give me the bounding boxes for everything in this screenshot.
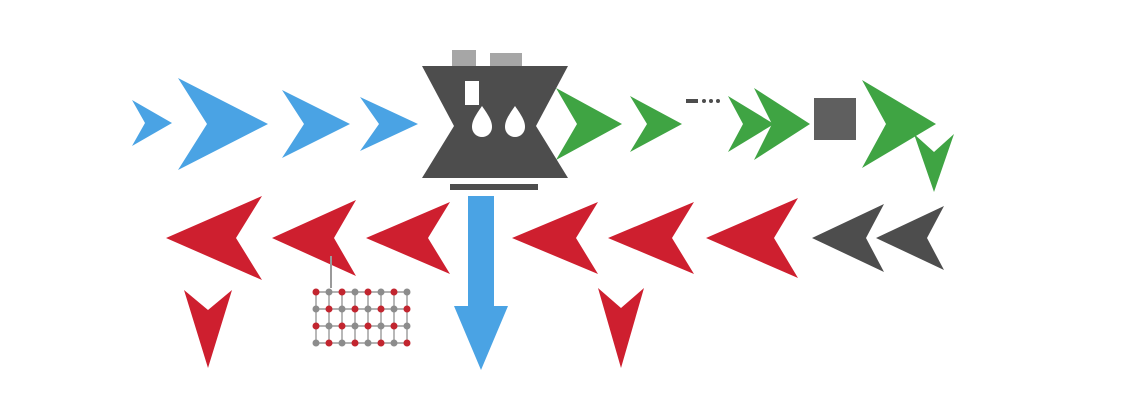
furnace-base-plate (450, 184, 538, 190)
dot (709, 99, 713, 103)
green-right-arrow-icon (556, 88, 622, 160)
crystal-lattice (312, 288, 411, 347)
lattice-atom (377, 288, 385, 296)
lattice-atom (390, 322, 398, 330)
input-arrow-group (132, 78, 418, 170)
lattice-atom (312, 322, 320, 330)
furnace (422, 50, 568, 190)
lattice-atom (377, 339, 385, 347)
lattice-atom (364, 322, 372, 330)
red-down-arrow-icon (184, 290, 232, 368)
blue-right-arrow-icon (178, 78, 268, 170)
lattice-atom (403, 322, 411, 330)
lattice-atom (338, 305, 346, 313)
lattice-atom (351, 288, 359, 296)
blue-right-arrow-icon (360, 97, 418, 151)
red-left-arrow-icon (608, 202, 694, 274)
lattice-atom (390, 288, 398, 296)
lattice-atom (403, 339, 411, 347)
lattice-atom (325, 322, 333, 330)
sample-vial (463, 79, 481, 107)
lattice-atom (390, 305, 398, 313)
green-right-arrow-icon (728, 96, 774, 152)
dash-mark-icon (686, 99, 698, 103)
lattice-atom (377, 322, 385, 330)
transfer-arrow (454, 196, 508, 370)
lattice-atom (338, 339, 346, 347)
red-left-arrow-icon (512, 202, 598, 274)
blue-down-arrow-shaft (468, 196, 494, 310)
lattice-atom (403, 305, 411, 313)
dark-left-arrow-icon (812, 204, 884, 272)
dot (716, 99, 720, 103)
red-left-arrow-icon (272, 200, 356, 276)
furnace-cap-left-icon (452, 50, 476, 68)
output-arrow-group (556, 80, 954, 192)
blue-right-arrow-icon (132, 100, 172, 146)
lattice-atom (364, 305, 372, 313)
flame-right-icon (505, 106, 525, 137)
red-down-arrow-icon (598, 288, 644, 368)
green-right-arrow-icon (754, 88, 810, 160)
lattice-atom (312, 339, 320, 347)
red-left-arrow-icon (706, 198, 798, 278)
lattice-atom (364, 288, 372, 296)
lattice-atom (403, 288, 411, 296)
blue-right-arrow-icon (282, 90, 350, 158)
lattice-atom (390, 339, 398, 347)
red-left-arrow-icon (366, 202, 450, 274)
furnace-body (422, 66, 568, 178)
lattice-atom (325, 288, 333, 296)
lattice-atom (312, 288, 320, 296)
dot (702, 99, 706, 103)
dark-left-arrow-icon (876, 206, 944, 270)
dotted-line-icon (702, 99, 720, 103)
side-arrow-group (812, 204, 944, 272)
lattice-atom (351, 322, 359, 330)
return-arrow-group (166, 196, 798, 368)
substrate-square (814, 98, 856, 140)
blue-down-arrow-head-icon (454, 306, 508, 370)
lattice-atom (364, 339, 372, 347)
lattice-atom (338, 288, 346, 296)
lattice-atom (351, 305, 359, 313)
green-down-arrow-icon (914, 134, 954, 192)
lattice-atom (351, 339, 359, 347)
lattice-atom (325, 305, 333, 313)
lattice-atom (377, 305, 385, 313)
flame-left-icon (472, 106, 492, 137)
lattice-atom (325, 339, 333, 347)
red-left-arrow-icon (166, 196, 262, 280)
lattice-atom (338, 322, 346, 330)
green-right-arrow-icon (630, 96, 682, 152)
green-right-arrow-icon (862, 80, 936, 168)
lattice-atom (312, 305, 320, 313)
furnace-cap-right-icon (490, 53, 522, 68)
